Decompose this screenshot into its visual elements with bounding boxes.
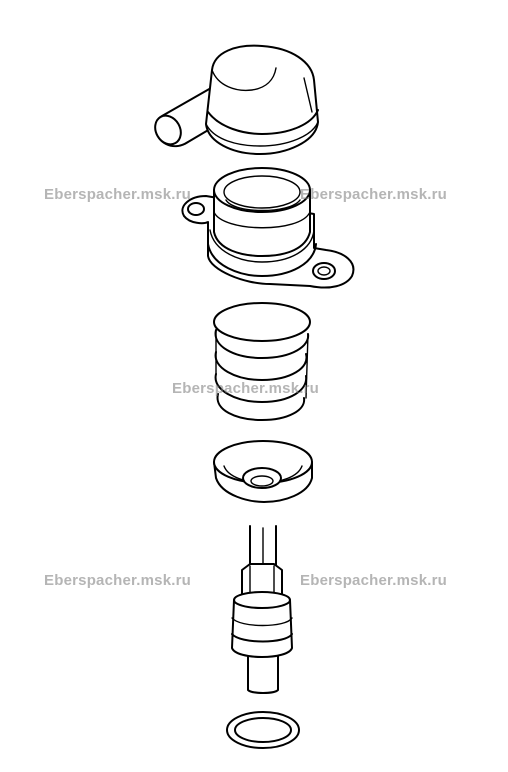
coil-spring xyxy=(213,302,311,421)
hex-nipple xyxy=(231,525,293,694)
watermark-middle: Eberspacher.msk.ru xyxy=(172,380,320,397)
watermark-bottom-left: Eberspacher.msk.ru xyxy=(44,572,192,589)
spring-seat-washer xyxy=(213,440,313,503)
elbow-cap xyxy=(154,44,319,155)
watermark-bottom-right: Eberspacher.msk.ru xyxy=(300,572,448,589)
mounting-flange-housing xyxy=(181,167,355,289)
watermark-top-right: Eberspacher.msk.ru xyxy=(300,186,448,203)
watermark-top-left: Eberspacher.msk.ru xyxy=(44,186,192,203)
o-ring xyxy=(226,711,300,749)
